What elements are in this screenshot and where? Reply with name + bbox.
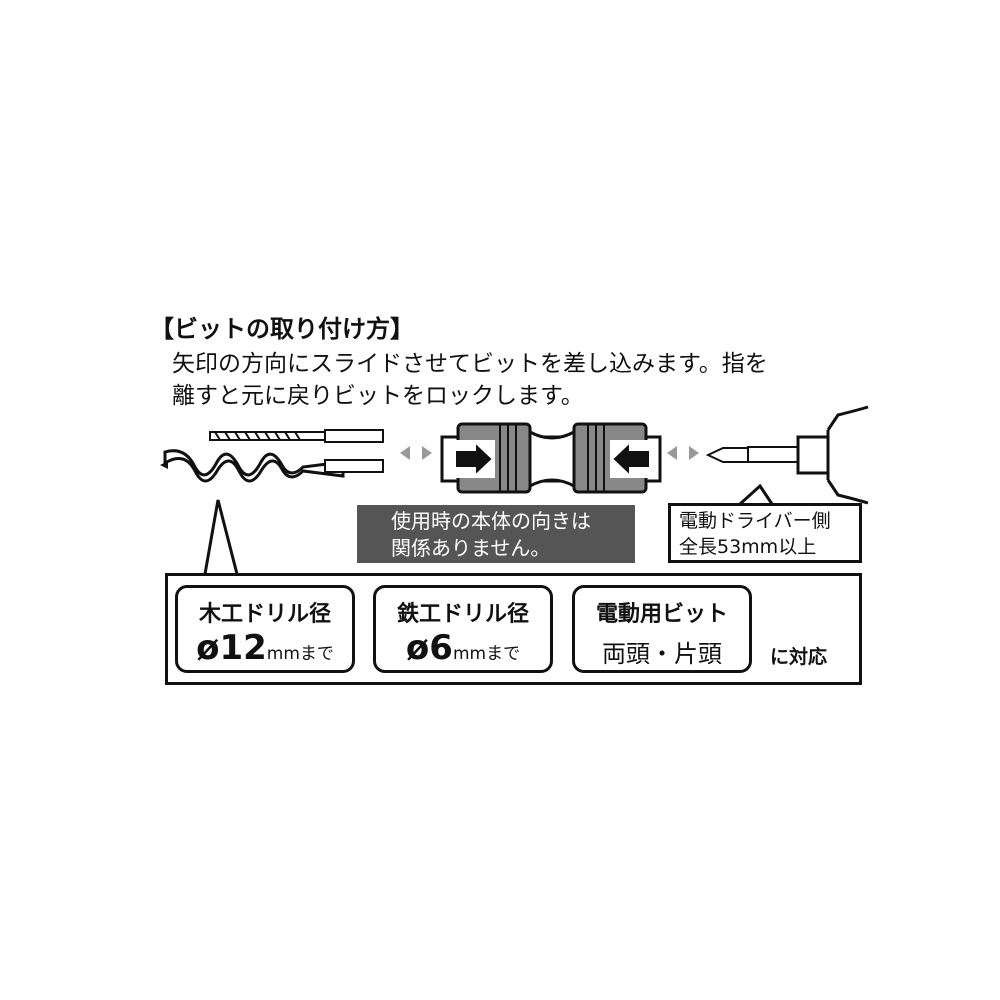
bit-holder-icon (440, 422, 662, 494)
spec-unit: mmまで (452, 644, 521, 664)
driver-note-line: 電動ドライバー側 (679, 510, 831, 532)
diameter-symbol: ø (405, 628, 430, 668)
driver-bit-icon (705, 405, 869, 505)
spec-title: 鉄工ドリル径 (396, 602, 529, 627)
callout-pointer (738, 483, 774, 506)
instruction-line-1: 矢印の方向にスライドさせてビットを差し込みます。指を (172, 351, 768, 377)
section-heading: 【ビットの取り付け方】 (150, 315, 414, 343)
instruction-line-2: 離すと元に戻りビットをロックします。 (172, 383, 584, 409)
diameter-symbol: ø (196, 628, 220, 668)
orientation-note-line: 使用時の本体の向きは (391, 509, 591, 533)
spec-value: 12 (219, 628, 267, 668)
iron-drill-bit-icon (209, 429, 384, 443)
wood-drill-bit-icon (160, 449, 384, 483)
driver-note-line: 全長53mm以上 (679, 536, 817, 558)
wood-drill-spec: 木工ドリル径 ø12mmまで (175, 585, 355, 673)
power-bit-spec: 電動用ビット 両頭・片頭 (572, 585, 752, 673)
spec-sub: 両頭・片頭 (602, 640, 722, 668)
driver-length-note: 電動ドライバー側 全長53mm以上 (668, 503, 862, 563)
left-arrow-icon (610, 439, 651, 479)
iron-drill-spec: 鉄工ドリル径 ø6mmまで (373, 585, 553, 673)
slide-arrows-left-icon (400, 446, 432, 460)
right-arrow-icon (454, 439, 495, 479)
slide-arrows-right-icon (667, 446, 699, 460)
spec-title: 電動用ビット (595, 602, 728, 627)
compatible-label: に対応 (770, 646, 828, 668)
spec-title: 木工ドリル径 (198, 602, 331, 627)
spec-value: 6 (429, 628, 453, 668)
callout-pointer (203, 499, 239, 575)
orientation-note: 使用時の本体の向きは 関係ありません。 (357, 505, 635, 563)
spec-unit: mmまで (266, 644, 334, 664)
orientation-note-line: 関係ありません。 (391, 536, 551, 560)
compatibility-box (165, 573, 862, 685)
